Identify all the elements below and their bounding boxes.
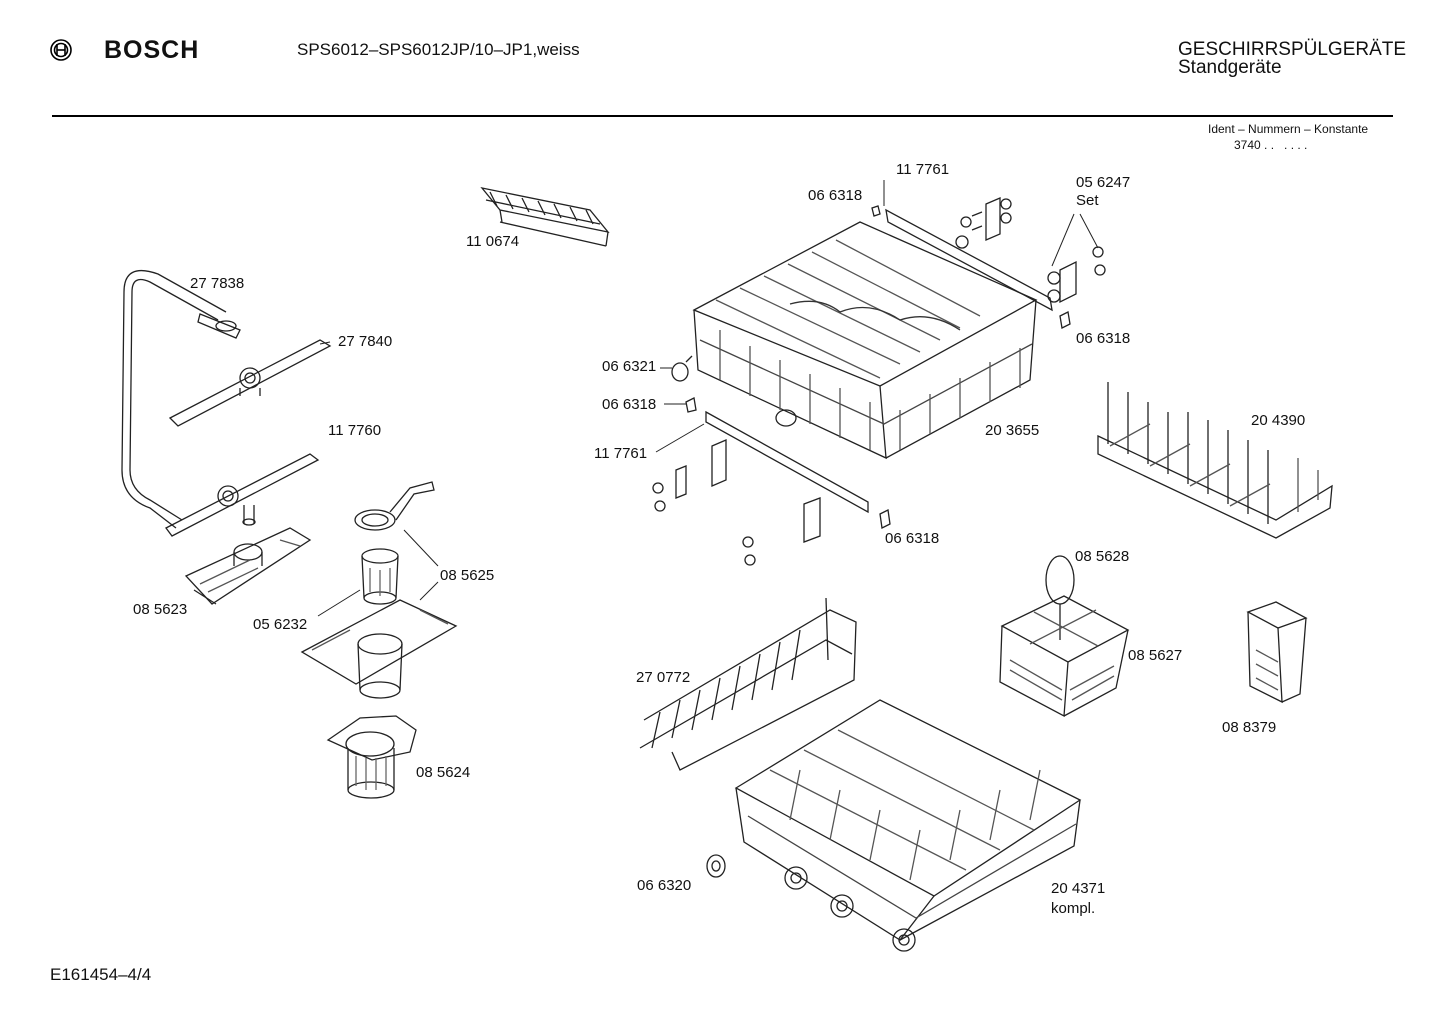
part-label: 08 5625 — [440, 567, 495, 584]
fine-filter-drawing — [184, 527, 312, 605]
coarse-filter-drawing — [326, 715, 417, 799]
bosch-logo-icon — [50, 39, 72, 61]
rack-rollers-drawing — [652, 439, 821, 566]
part-label: 08 5624 — [416, 764, 471, 781]
small-cutlery-basket-drawing — [1246, 601, 1308, 704]
lower-spray-arm-drawing — [165, 453, 320, 537]
part-label: 27 7840 — [338, 333, 393, 350]
part-label: 06 6318 — [602, 396, 657, 413]
part-label: 08 5627 — [1128, 647, 1183, 664]
part-label: 20 4371 — [1051, 880, 1106, 897]
brand-name: BOSCH — [104, 36, 200, 64]
part-label: 06 6320 — [637, 877, 692, 894]
top-rail-drawing — [871, 205, 1071, 329]
micro-filter-cylinder-drawing — [361, 548, 399, 605]
part-label: 11 0674 — [466, 233, 520, 250]
part-label: 27 0772 — [636, 669, 691, 686]
upper-spray-arm-drawing — [168, 339, 332, 427]
knife-rack-drawing — [1097, 382, 1333, 539]
drawing-number: E161454–4/4 — [50, 965, 152, 984]
part-label: 06 6318 — [885, 530, 940, 547]
part-label: 11 7761 — [594, 445, 648, 462]
cutlery-basket-drawing — [999, 555, 1130, 718]
plate-rack-insert-drawing — [639, 597, 857, 771]
part-label: 20 3655 — [985, 422, 1040, 439]
part-label: 20 4390 — [1251, 412, 1306, 429]
part-label: 08 5628 — [1075, 548, 1130, 565]
part-label: kompl. — [1051, 900, 1096, 917]
appliance-subcategory: Standgeräte — [1178, 57, 1282, 78]
flat-filter-drawing — [300, 599, 458, 699]
leader-lines — [317, 180, 1099, 617]
ident-title: Ident – Nummern – Konstante — [1208, 122, 1369, 136]
part-label: 08 5623 — [133, 601, 188, 618]
ident-value: 3740 . . . . . . — [1234, 138, 1308, 152]
part-label: 06 6318 — [808, 187, 863, 204]
appliance-category: GESCHIRRSPÜLGERÄTE — [1178, 39, 1407, 60]
part-label: 27 7838 — [190, 275, 245, 292]
part-label: 11 7761 — [896, 161, 950, 178]
part-label: 06 6318 — [1076, 330, 1131, 347]
part-label: Set — [1076, 192, 1099, 209]
lower-rail-drawing — [671, 355, 891, 529]
part-label: 11 7760 — [328, 422, 382, 439]
model-designation: SPS6012–SPS6012JP/10–JP1,weiss — [297, 40, 580, 59]
part-label: 05 6247 — [1076, 174, 1131, 191]
upper-basket-drawing — [692, 221, 1038, 460]
part-label: 05 6232 — [253, 616, 308, 633]
part-label: 08 8379 — [1222, 719, 1277, 736]
part-label: 06 6321 — [602, 358, 657, 375]
filter-handle-drawing — [354, 481, 435, 531]
spray-arm-pipe-drawing — [121, 269, 241, 529]
top-wheel-set-drawing — [955, 197, 1106, 304]
grid-insert-drawing — [480, 186, 610, 247]
lower-basket-drawing — [706, 699, 1082, 952]
